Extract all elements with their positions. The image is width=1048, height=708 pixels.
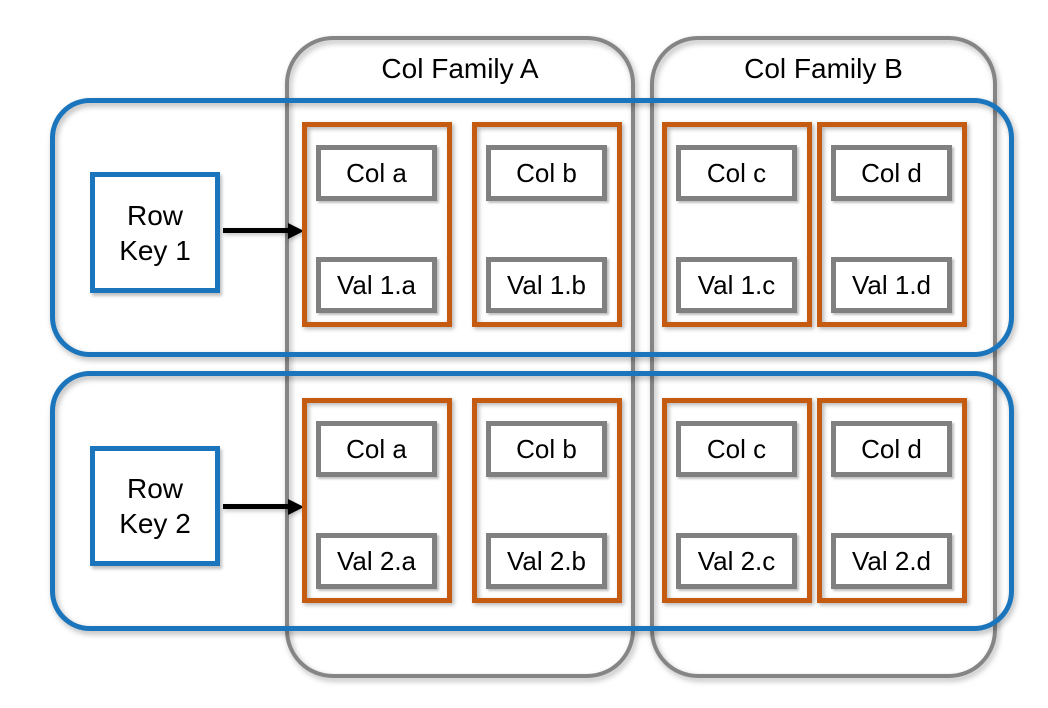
col-name-box: Col c [676,145,797,201]
cell-row1-col-d: Col d Val 1.d [817,122,967,327]
col-value-box: Val 2.b [486,533,607,589]
col-value-box: Val 2.d [831,533,952,589]
cell-row1-col-c-border [662,122,812,327]
col-value-box: Val 2.a [316,533,437,589]
cell-row2-col-b: Col b Val 2.b [472,398,622,603]
cell-row2-col-c-border [662,398,812,603]
cell-row2-col-a: Col a Val 2.a [302,398,452,603]
col-family-a-label: Col Family A [381,53,539,84]
col-family-b-label: Col Family B [744,53,903,84]
cell-row1-col-a-border [302,122,452,327]
col-family-b-container [650,36,997,678]
row-key-1-line-2: Key 1 [119,234,191,266]
row-2-arrow-head-icon [288,499,304,515]
row-key-1-line-1: Row [126,199,183,231]
col-value-box: Val 1.a [316,257,437,313]
row-1-band [50,98,1014,357]
col-name-box: Col b [486,421,607,477]
row-1-arrow-head-icon [288,223,304,239]
cell-row2-col-b-border [472,398,622,603]
col-name-box: Col c [676,421,797,477]
col-value-box: Val 1.b [486,257,607,313]
cell-row2-col-a-border [302,398,452,603]
col-value-box: Val 2.c [676,533,797,589]
cell-row1-col-c: Col c Val 1.c [662,122,812,327]
col-name-box: Col d [831,145,952,201]
row-key-2-line-2: Key 2 [119,508,191,539]
cell-row1-col-b: Col b Val 1.b [472,122,622,327]
col-name-box: Col a [316,421,437,477]
col-value-box: Val 1.c [676,257,797,313]
col-name-box: Col d [831,421,952,477]
row-key-1-box: Row Key 1 [90,172,220,293]
row-key-2-box: Row Key 2 [90,446,220,566]
cell-row1-col-a: Col a Val 1.a [302,122,452,327]
col-family-a-container [285,36,635,678]
col-name-box: Col b [486,145,607,201]
row-2-arrow-line [223,504,291,509]
cell-row2-col-d: Col d Val 2.d [817,398,967,603]
row-1-arrow-line [223,228,291,233]
cell-row1-col-d-border [817,122,967,327]
col-name-box: Col a [316,145,437,201]
cell-row2-col-d-border [817,398,967,603]
col-value-box: Val 1.d [831,257,952,313]
row-key-2-line-1: Row [126,473,183,504]
row-2-band [50,371,1014,631]
cell-row1-col-b-border [472,122,622,327]
cell-row2-col-c: Col c Val 2.c [662,398,812,603]
